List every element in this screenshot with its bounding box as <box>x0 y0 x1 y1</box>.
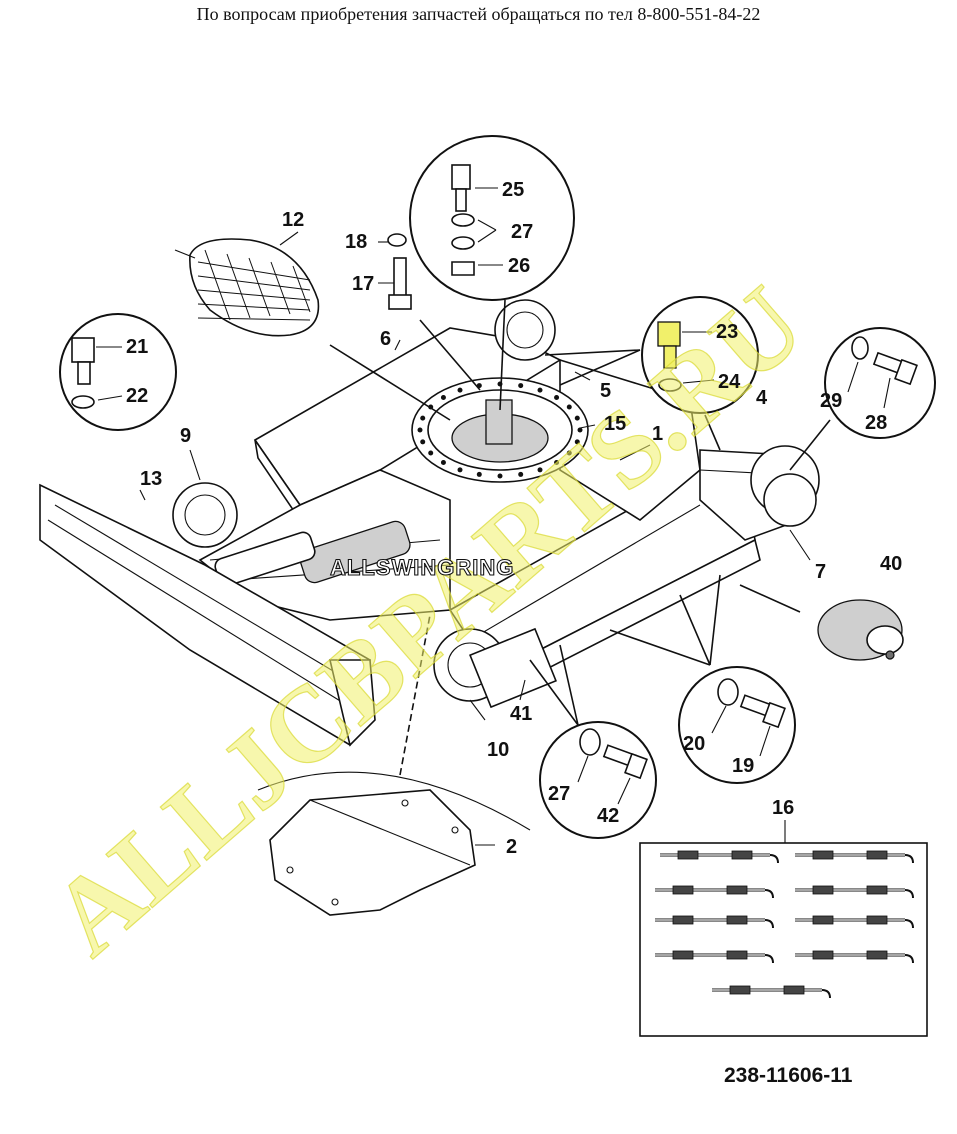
label-10: 10 <box>487 739 509 761</box>
watermark-center: ALLSWINGRING <box>330 555 514 580</box>
label-40: 40 <box>880 553 902 575</box>
label-4: 4 <box>756 387 768 409</box>
label-23: 23 <box>716 321 738 343</box>
label-22: 22 <box>126 385 148 407</box>
label-16: 16 <box>772 797 794 819</box>
detail-circle-top <box>409 135 575 301</box>
label-42: 42 <box>597 805 619 827</box>
label-9: 9 <box>180 425 191 447</box>
label-18: 18 <box>345 231 367 253</box>
label-17: 17 <box>352 273 374 295</box>
detail-circle-23 <box>641 296 759 414</box>
washer-18 <box>387 233 407 247</box>
label-21: 21 <box>126 336 148 358</box>
dozer-blade <box>39 483 376 747</box>
detail-circle-42 <box>539 721 657 839</box>
idler-wheel <box>817 599 904 661</box>
label-12: 12 <box>282 209 304 231</box>
sprocket-rear <box>750 445 820 527</box>
label-26: 26 <box>508 255 530 277</box>
label-2: 2 <box>506 836 517 858</box>
detail-circle-28 <box>824 327 936 439</box>
slew-ring <box>411 377 589 483</box>
label-24: 24 <box>718 371 741 393</box>
label-20: 20 <box>683 733 705 755</box>
label-5: 5 <box>600 380 611 402</box>
label-28: 28 <box>865 412 887 434</box>
callout-labels: 1 2 4 5 6 7 9 10 12 13 15 16 17 18 19 20… <box>126 179 902 858</box>
label-13: 13 <box>140 468 162 490</box>
bolt-17 <box>388 257 412 310</box>
page-header: По вопросам приобретения запчастей обращ… <box>196 4 761 24</box>
label-15: 15 <box>604 413 626 435</box>
label-27-bottom: 27 <box>548 783 570 805</box>
label-19: 19 <box>732 755 754 777</box>
sprocket-top <box>494 299 556 361</box>
detail-circle-left <box>59 313 177 431</box>
label-27-top: 27 <box>511 221 533 243</box>
label-1: 1 <box>652 423 663 445</box>
track-motor <box>174 238 320 337</box>
sprocket-left <box>172 482 238 548</box>
label-7: 7 <box>815 561 826 583</box>
sprocket-front <box>433 627 557 709</box>
pointer-lines <box>139 231 831 846</box>
label-29: 29 <box>820 390 842 412</box>
cover-plate <box>257 771 531 916</box>
document-number: 238-11606-11 <box>724 1064 853 1087</box>
label-25: 25 <box>502 179 524 201</box>
label-6: 6 <box>380 328 391 350</box>
detail-circle-19 <box>678 666 796 784</box>
hose-kit-box <box>639 820 928 1037</box>
label-41: 41 <box>510 703 532 725</box>
